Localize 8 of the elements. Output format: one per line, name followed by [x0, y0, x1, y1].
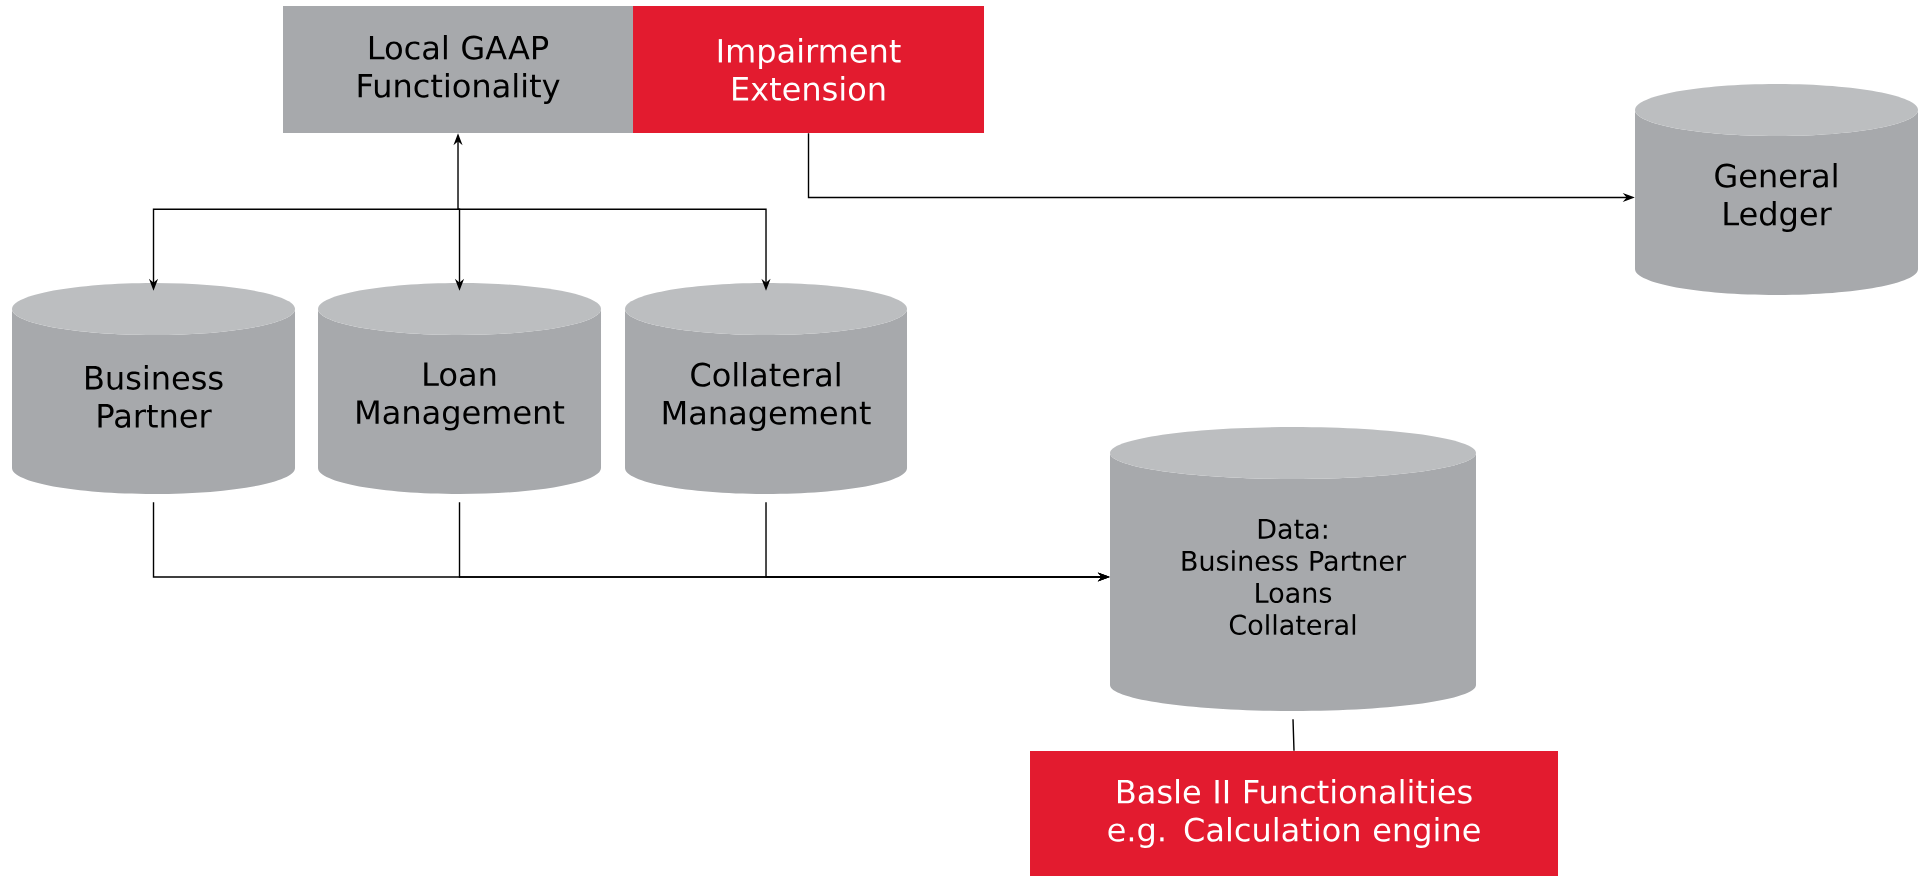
database-cylinder: General Ledger	[1635, 84, 1918, 295]
process-box: Local GAAP Functionality	[283, 6, 633, 133]
database-cylinder: Loan Management	[318, 283, 601, 494]
database-cylinder: Collateral Management	[625, 283, 907, 494]
database-cylinder: Business Partner	[12, 283, 295, 494]
process-box: Basle II Functionalities e.g. Calculation engine	[1030, 751, 1558, 876]
database-cylinder: Data: Business Partner Loans Collateral	[1110, 427, 1476, 711]
process-box: Impairment Extension	[633, 6, 984, 133]
